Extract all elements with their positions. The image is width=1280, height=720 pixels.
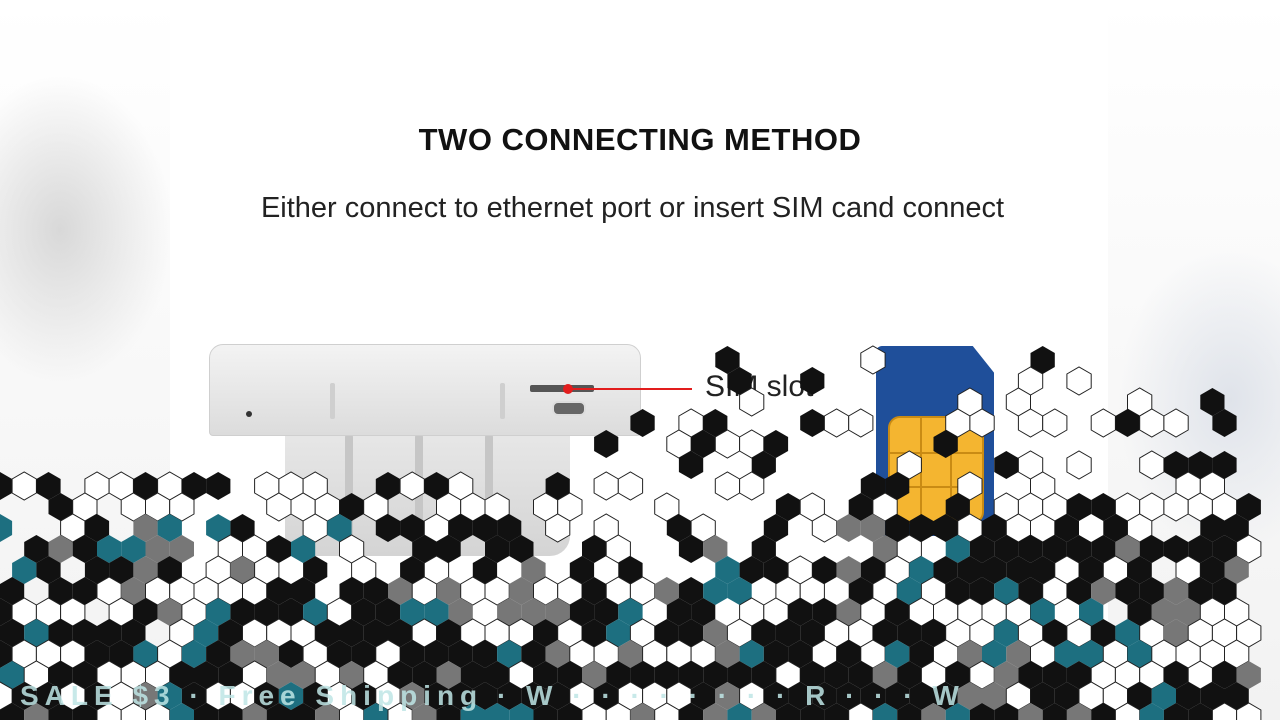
chip-contact-line bbox=[890, 452, 982, 454]
chip-contact-line bbox=[920, 418, 922, 522]
device-sim-slot bbox=[530, 385, 594, 392]
callout-pointer-dot bbox=[563, 384, 573, 394]
slide-subtitle: Either connect to ethernet port or inser… bbox=[260, 192, 1005, 224]
device-groove bbox=[500, 383, 505, 419]
slide-title: TWO CONNECTING METHOD bbox=[418, 122, 862, 157]
reset-hole-icon bbox=[246, 411, 252, 417]
chip-contact-line bbox=[950, 418, 952, 522]
device-fin bbox=[485, 434, 493, 544]
sim-slot-label: SIM slot bbox=[705, 370, 814, 403]
device-fin bbox=[345, 434, 353, 544]
device-fin bbox=[415, 434, 423, 544]
usb-port-icon bbox=[552, 401, 586, 416]
device-groove bbox=[330, 383, 335, 419]
device-body bbox=[209, 344, 641, 436]
chip-contact-line bbox=[890, 486, 982, 488]
sim-chip-icon bbox=[888, 416, 984, 524]
router-device-illustration bbox=[205, 340, 645, 565]
callout-pointer-line bbox=[568, 388, 692, 390]
device-base bbox=[285, 426, 570, 556]
scrolling-ticker-text: SALE $3 · Free Shipping · W · · · · · · … bbox=[20, 680, 965, 711]
